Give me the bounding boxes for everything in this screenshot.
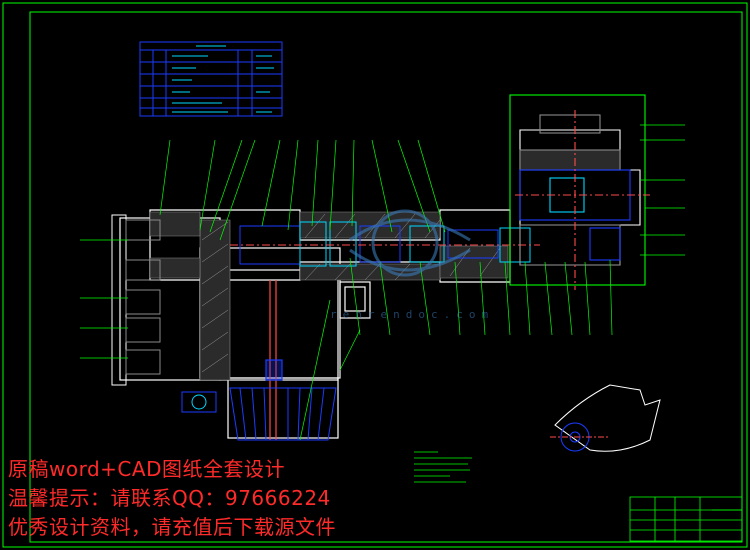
right-gearbox (509, 94, 650, 290)
technical-notes (414, 451, 472, 483)
section-hatching (149, 211, 509, 381)
inner-frame (29, 11, 743, 543)
bevel-gear (229, 387, 337, 441)
promo-line-1: 原稿word+CAD图纸全套设计 (8, 457, 285, 481)
main-housing (119, 209, 511, 439)
base-flange (181, 391, 217, 413)
gear-train (230, 221, 540, 267)
leader-lines (80, 124, 685, 441)
spec-table (139, 41, 283, 117)
left-column (111, 214, 161, 386)
globe-watermark-icon (349, 209, 471, 277)
detail-view (550, 384, 661, 452)
watermark-text: renrendoc.com (330, 308, 495, 321)
promo-line-3: 优秀设计资料，请充值后下载源文件 (8, 515, 336, 539)
promo-line-2: 温馨提示：请联系QQ：97666224 (8, 486, 331, 510)
title-block (629, 496, 743, 542)
vertical-shaft (265, 280, 283, 440)
